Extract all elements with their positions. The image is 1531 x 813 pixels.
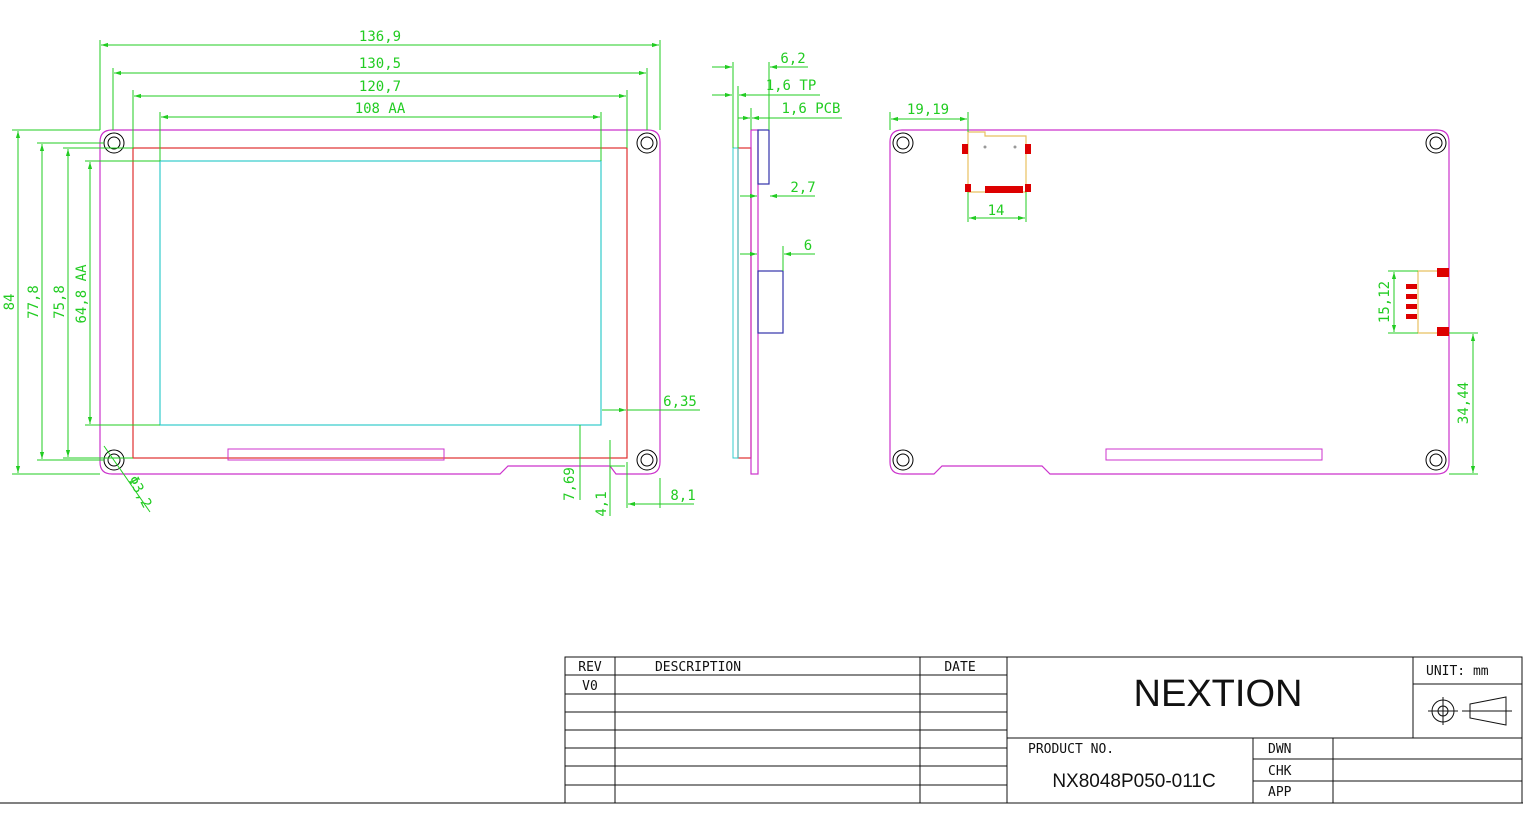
side-pcb <box>750 129 759 475</box>
dim-thickness-total: 6,2 <box>780 51 805 67</box>
dim-sd-width: 14 <box>988 203 1005 219</box>
side-panel <box>737 147 752 459</box>
dim-right-margin: 6,35 <box>663 394 697 410</box>
dim-height-overall: 84 <box>2 294 18 311</box>
dim-component-depth: 6 <box>804 238 812 254</box>
side-view: 6,2 1,6 TP 1,6 PCB 2,7 6 <box>712 51 842 475</box>
side-touch-panel <box>732 147 739 459</box>
mounting-hole-icon <box>636 132 658 154</box>
dim-hole-diameter: Φ3,2 <box>125 473 155 510</box>
rev-value: V0 <box>582 679 598 694</box>
dim-bottom-tab: 4,1 <box>594 491 610 516</box>
back-flex-strip <box>1105 448 1323 461</box>
dim-sd-offset: 19,19 <box>907 102 949 118</box>
mounting-hole-icon <box>1425 449 1447 471</box>
front-panel-outline <box>132 147 628 459</box>
dwn-label: DWN <box>1268 742 1291 757</box>
back-view: 19,19 14 15,12 34,44 <box>889 102 1478 475</box>
dim-corner-offset: 8,1 <box>670 488 695 504</box>
side-component <box>757 270 784 334</box>
chk-label: CHK <box>1268 764 1292 779</box>
product-no-label: PRODUCT NO. <box>1028 742 1114 757</box>
dim-connector-offset: 34,44 <box>1456 382 1472 424</box>
dim-width-active: 108 AA <box>355 101 406 117</box>
dim-height-panel: 75,8 <box>52 285 68 319</box>
side-connector <box>757 129 770 185</box>
brand-name: NEXTION <box>1134 673 1303 715</box>
date-header: DATE <box>944 660 975 675</box>
front-view: 136,9 130,5 120,7 108 AA 84 77,8 75,8 64… <box>2 29 700 517</box>
app-label: APP <box>1268 785 1292 800</box>
rev-header: REV <box>578 660 602 675</box>
dim-connector-depth: 2,7 <box>790 180 815 196</box>
dim-width-pcb: 130,5 <box>359 56 401 72</box>
front-active-area <box>159 160 602 426</box>
front-flex-strip <box>227 448 445 461</box>
dim-pcb: 1,6 PCB <box>781 101 840 117</box>
sd-card-slot-icon <box>962 131 1031 193</box>
mounting-hole-icon <box>103 132 125 154</box>
mounting-hole-icon <box>1425 132 1447 154</box>
dim-bottom-aa-offset: 7,69 <box>562 467 578 501</box>
dim-connector-span: 15,12 <box>1377 281 1393 323</box>
mounting-hole-icon <box>636 449 658 471</box>
product-no: NX8048P050-011C <box>1052 771 1215 792</box>
mounting-hole-icon <box>892 449 914 471</box>
dim-height-active: 64,8 AA <box>74 264 90 324</box>
unit-label: UNIT: mm <box>1426 664 1489 679</box>
projection-symbol-icon <box>1428 696 1512 726</box>
back-board-outline <box>889 129 1450 475</box>
dim-width-panel: 120,7 <box>359 79 401 95</box>
mounting-hole-icon <box>892 132 914 154</box>
dim-width-overall: 136,9 <box>359 29 401 45</box>
description-header: DESCRIPTION <box>655 660 741 675</box>
dim-height-pcb: 77,8 <box>26 285 42 319</box>
side-connector-icon <box>1406 268 1449 336</box>
dim-touch-panel: 1,6 TP <box>766 78 817 94</box>
title-block <box>564 656 1523 804</box>
front-board-outline <box>99 129 661 475</box>
